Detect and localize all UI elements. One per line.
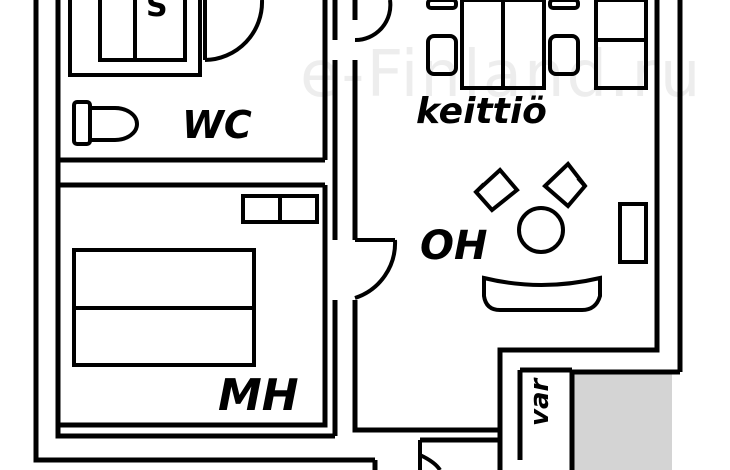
bedroom-label: MH (218, 370, 299, 421)
bed-icon (72, 248, 256, 367)
counter-icon (594, 0, 648, 90)
door-swing-icon (354, 238, 398, 300)
sauna-label: S (146, 0, 168, 24)
door-swing-icon (418, 440, 442, 470)
chair-icon (426, 0, 580, 76)
wc-label: WC (182, 103, 252, 147)
living-room-label: OH (420, 223, 488, 269)
door-swing-icon (203, 0, 265, 62)
table-icon (460, 0, 546, 90)
watermark: e-Finland.ru (300, 38, 703, 112)
shelf-icon (241, 194, 319, 224)
outer-walls (33, 0, 683, 470)
storage-area (572, 372, 672, 470)
armchair-icon (473, 167, 520, 213)
round-table-icon (517, 206, 565, 254)
toilet-icon (72, 100, 139, 146)
interior-walls (58, 0, 500, 436)
sauna-bench-icon (68, 0, 202, 77)
sofa-icon (482, 275, 602, 312)
tv-stand-icon (618, 202, 648, 264)
armchair-icon (542, 161, 588, 209)
kitchen-label: keittiö (416, 91, 547, 132)
door-swing-icon (354, 0, 393, 43)
storage-label: var (525, 378, 555, 426)
